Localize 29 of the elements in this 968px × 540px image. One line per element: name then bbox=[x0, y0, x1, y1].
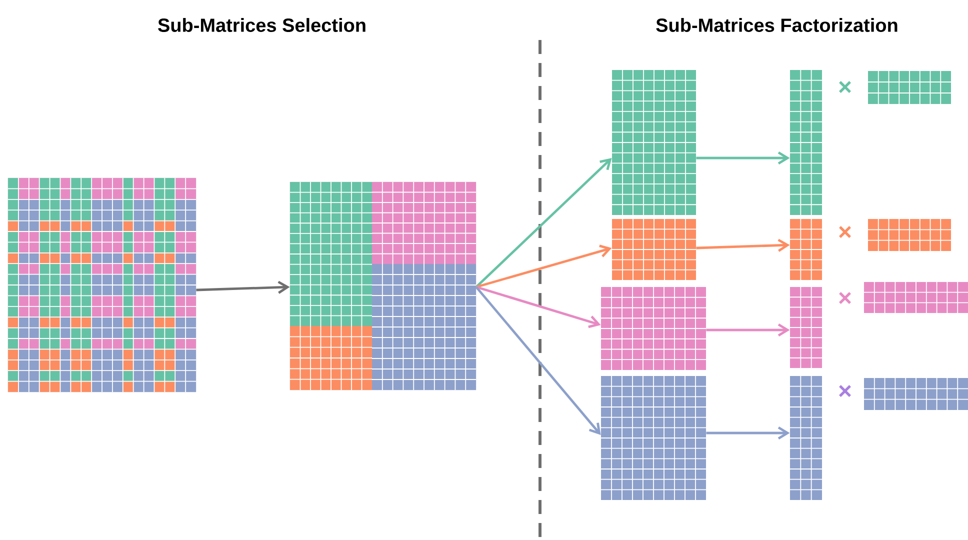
matrix-block bbox=[600, 376, 706, 500]
matrix-block bbox=[790, 376, 822, 500]
arrow bbox=[696, 151, 790, 165]
matrix-block bbox=[864, 378, 968, 410]
multiply-sign: × bbox=[839, 81, 851, 94]
matrix-block bbox=[612, 218, 696, 280]
arrow bbox=[706, 323, 790, 337]
matrix-block bbox=[790, 286, 822, 368]
matrix-block bbox=[868, 218, 952, 252]
heading: Sub-Matrices Factorization bbox=[656, 18, 898, 32]
scrambled-matrix-drawing bbox=[8, 178, 196, 392]
matrix-block bbox=[600, 286, 706, 370]
arrow bbox=[196, 280, 290, 294]
matrix-block bbox=[790, 218, 822, 280]
arrow bbox=[475, 158, 612, 288]
arrow bbox=[706, 426, 790, 440]
arrow bbox=[475, 286, 601, 435]
matrix-block bbox=[790, 70, 822, 216]
matrix-block bbox=[868, 70, 952, 104]
multiply-sign: × bbox=[839, 385, 851, 398]
multiply-sign: × bbox=[839, 292, 851, 304]
matrix-block bbox=[864, 282, 968, 314]
matrix-block bbox=[612, 70, 696, 216]
reordered-matrix-drawing bbox=[290, 182, 476, 390]
multiply-sign: × bbox=[839, 226, 851, 238]
arrow bbox=[476, 244, 612, 288]
arrow bbox=[476, 286, 601, 328]
heading: Sub-Matrices Selection bbox=[158, 18, 366, 32]
arrow bbox=[696, 238, 790, 252]
